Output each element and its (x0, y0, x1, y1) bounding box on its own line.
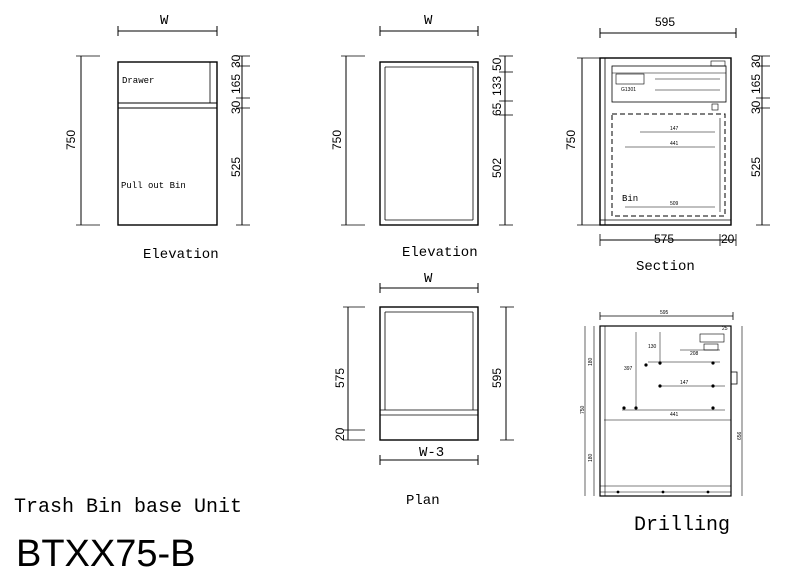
model-number: BTXX75-B (16, 533, 196, 575)
section-inner-dim-147: 147 (670, 126, 679, 132)
drilling-inner-dim-25: 25 (722, 326, 728, 332)
elevation1-cabinet-outline (117, 61, 218, 226)
drilling-inner-dim-208: 208 (690, 351, 699, 357)
section-caption: Section (636, 259, 695, 275)
section-dim-30-mid: 30 (749, 100, 763, 114)
elevation2-dim-502: 502 (490, 158, 504, 178)
elevation1-dim-30-top: 30 (229, 54, 243, 68)
elevation2-caption: Elevation (402, 245, 478, 261)
section-dim-165: 165 (749, 74, 763, 94)
plan-view: W 575 20 595 W-3 Plan (333, 271, 514, 509)
elevation-front-view: W Drawer Pull out Bin 750 30 165 30 525 … (64, 13, 250, 263)
elevation2-height-dim: 750 (330, 130, 344, 150)
section-inner-dim-441: 441 (670, 141, 679, 147)
section-cabinet-outline (599, 57, 732, 226)
drawing-title: Trash Bin base Unit (14, 496, 242, 519)
section-dim-30-top: 30 (749, 54, 763, 68)
elevation1-height-dim: 750 (64, 130, 78, 150)
elevation1-dim-30-mid: 30 (229, 100, 243, 114)
pull-out-bin-label: Pull out Bin (121, 181, 186, 191)
elevation2-dim-50: 50 (490, 57, 504, 71)
section-bin-label: Bin (622, 194, 638, 204)
drilling-inner-dim-147: 147 (680, 380, 689, 386)
drilling-left-dim-180-top: 180 (588, 357, 594, 366)
drilling-right-dim-656: 656 (737, 431, 743, 440)
drilling-inner-dim-397: 397 (624, 366, 633, 372)
elevation2-cabinet-outline (379, 61, 479, 226)
section-dim-525: 525 (749, 157, 763, 177)
plan-width-label: W (424, 271, 433, 287)
elevation1-dim-525: 525 (229, 157, 243, 177)
elevation2-dim-65: 65 (490, 102, 504, 116)
section-height-dim: 750 (564, 130, 578, 150)
drilling-caption: Drilling (634, 514, 730, 537)
section-width-dim: 595 (655, 15, 675, 29)
section-dim-575: 575 (654, 232, 674, 246)
drilling-top-dim: 595 (660, 310, 669, 316)
plan-dim-595: 595 (490, 368, 504, 388)
section-dim-20: 20 (721, 232, 735, 246)
plan-dim-20: 20 (333, 427, 347, 441)
elevation1-width-label: W (160, 13, 169, 29)
elevation1-dim-165: 165 (229, 74, 243, 94)
plan-bottom-label: W-3 (419, 445, 444, 461)
drawer-label: Drawer (122, 76, 154, 86)
plan-caption: Plan (406, 493, 440, 509)
drilling-inner-dim-441: 441 (670, 412, 679, 418)
elevation2-dim-133: 133 (490, 76, 504, 96)
drilling-panel-outline (599, 325, 732, 497)
section-bin-outline (611, 113, 726, 217)
plan-cabinet-outline (379, 306, 479, 441)
section-view: 595 G1301 147 441 509 Bin 750 (564, 15, 770, 275)
drilling-inner-dim-130: 130 (648, 344, 657, 350)
drilling-view: 595 130 397 147 441 208 25 (580, 310, 743, 537)
elevation2-width-label: W (424, 13, 433, 29)
elevation1-caption: Elevation (143, 247, 219, 263)
drilling-left-dim-750: 750 (580, 405, 586, 414)
drilling-left-dim-180-bottom: 180 (588, 453, 594, 462)
section-drawer-box (611, 65, 727, 103)
section-inner-dim-509: 509 (670, 201, 679, 207)
plan-dim-575: 575 (333, 368, 347, 388)
elevation-side-view: W 750 50 133 65 502 Elevation (330, 13, 513, 261)
section-part-label: G1301 (621, 87, 636, 93)
